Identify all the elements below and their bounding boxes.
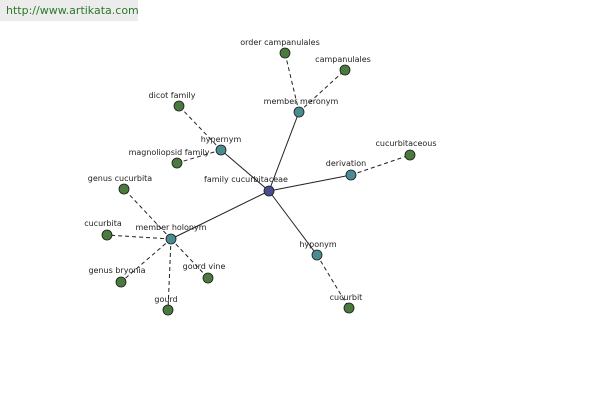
edge-layer — [106, 52, 411, 311]
node-cucurbit[interactable] — [343, 302, 355, 314]
label-dicot-family: dicot family — [149, 91, 196, 100]
edge-hyponym-cucurbit — [316, 254, 350, 309]
site-watermark[interactable]: http://www.artikata.com — [0, 0, 139, 21]
label-hypernym: hypernym — [201, 135, 242, 144]
node-hypernym[interactable] — [215, 144, 227, 156]
edge-member_meronym-order_campanulales — [284, 52, 300, 113]
node-derivation[interactable] — [345, 169, 357, 181]
label-derivation: derivation — [326, 159, 366, 168]
label-member-meronym: member meronym — [264, 97, 339, 106]
node-campanulales[interactable] — [339, 64, 351, 76]
label-cucurbita: cucurbita — [84, 219, 122, 228]
edge-member_holonym-cucurbita — [106, 234, 172, 240]
node-order-campanulales[interactable] — [279, 47, 291, 59]
edge-hypernym-magnoliopsid_family — [176, 149, 222, 164]
edge-member_holonym-genus_bryonia — [120, 238, 172, 283]
node-hyponym[interactable] — [311, 249, 323, 261]
node-cucurbitaceous[interactable] — [404, 149, 416, 161]
node-member-meronym[interactable] — [293, 106, 305, 118]
label-campanulales: campanulales — [315, 55, 371, 64]
label-magnoliopsid-family: magnoliopsid family — [129, 148, 210, 157]
label-center: family cucurbitaceae — [204, 175, 288, 184]
node-genus-bryonia[interactable] — [115, 276, 127, 288]
label-member-holonym: member holonym — [135, 223, 206, 232]
edge-member_holonym-gourd_vine — [170, 238, 209, 279]
edge-center-member_meronym — [268, 111, 300, 192]
edge-member_holonym-gourd — [167, 238, 172, 311]
label-order-campanulales: order campanulales — [240, 38, 320, 47]
edge-derivation-cucurbitaceous — [350, 154, 411, 176]
label-hyponym: hyponym — [299, 240, 337, 249]
node-cucurbita[interactable] — [101, 229, 113, 241]
node-dicot-family[interactable] — [173, 100, 185, 112]
edge-center-hypernym — [220, 149, 270, 192]
node-center[interactable] — [263, 185, 275, 197]
node-genus-cucurbita[interactable] — [118, 183, 130, 195]
node-magnoliopsid-family[interactable] — [171, 157, 183, 169]
label-genus-bryonia: genus bryonia — [88, 266, 145, 275]
edge-hypernym-dicot_family — [178, 105, 222, 151]
label-gourd-vine: gourd vine — [183, 262, 226, 271]
label-layer: family cucurbitaceae hypernym member meron… — [84, 38, 436, 304]
node-member-holonym[interactable] — [165, 233, 177, 245]
edge-center-derivation — [268, 174, 352, 192]
edge-center-member_holonym — [170, 190, 270, 240]
label-cucurbit: cucurbit — [330, 293, 363, 302]
label-cucurbitaceous: cucurbitaceous — [375, 139, 436, 148]
node-layer — [101, 47, 416, 316]
label-gourd: gourd — [154, 295, 177, 304]
edge-member_holonym-genus_cucurbita — [123, 188, 172, 240]
edge-center-hyponym — [268, 190, 318, 256]
node-gourd-vine[interactable] — [202, 272, 214, 284]
label-genus-cucurbita: genus cucurbita — [88, 174, 153, 183]
node-gourd[interactable] — [162, 304, 174, 316]
edge-member_meronym-campanulales — [298, 69, 346, 113]
